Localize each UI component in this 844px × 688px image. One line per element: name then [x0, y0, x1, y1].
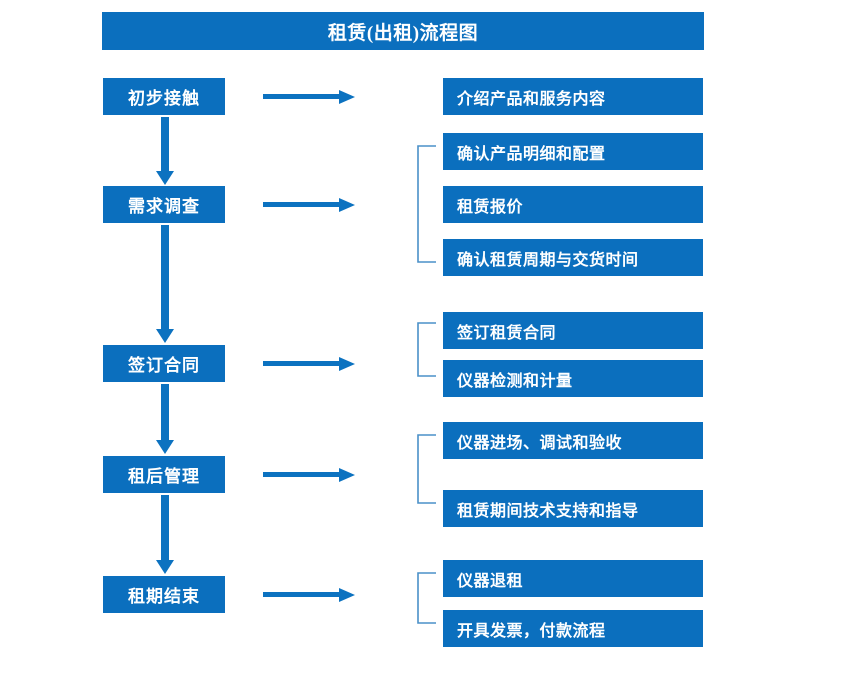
detail-box-4[interactable]: 确认租赁周期与交货时间 [443, 239, 703, 276]
chart-title: 租赁(出租)流程图 [102, 12, 704, 50]
stage-box-3[interactable]: 签订合同 [103, 345, 225, 382]
vertical-arrow-icon-1 [155, 117, 175, 185]
detail-box-5[interactable]: 签订租赁合同 [443, 312, 703, 349]
detail-box-1[interactable]: 介绍产品和服务内容 [443, 78, 703, 115]
bracket-connector-3 [416, 322, 438, 377]
vertical-arrow-icon-3 [155, 384, 175, 454]
stage-box-1[interactable]: 初步接触 [103, 78, 225, 115]
detail-box-6[interactable]: 仪器检测和计量 [443, 360, 703, 397]
stage-box-4[interactable]: 租后管理 [103, 456, 225, 493]
detail-box-10[interactable]: 开具发票，付款流程 [443, 610, 703, 647]
vertical-arrow-icon-2 [155, 225, 175, 343]
bracket-connector-4 [416, 434, 438, 504]
detail-box-8[interactable]: 租赁期间技术支持和指导 [443, 490, 703, 527]
bracket-connector-5 [416, 572, 438, 624]
horizontal-arrow-icon-5 [263, 586, 355, 604]
detail-box-9[interactable]: 仪器退租 [443, 560, 703, 597]
stage-box-2[interactable]: 需求调查 [103, 186, 225, 223]
horizontal-arrow-icon-3 [263, 355, 355, 373]
horizontal-arrow-icon-1 [263, 88, 355, 106]
horizontal-arrow-icon-4 [263, 466, 355, 484]
vertical-arrow-icon-4 [155, 495, 175, 574]
detail-box-3[interactable]: 租赁报价 [443, 186, 703, 223]
detail-box-2[interactable]: 确认产品明细和配置 [443, 133, 703, 170]
detail-box-7[interactable]: 仪器进场、调试和验收 [443, 422, 703, 459]
bracket-connector-2 [416, 145, 438, 263]
stage-box-5[interactable]: 租期结束 [103, 576, 225, 613]
horizontal-arrow-icon-2 [263, 196, 355, 214]
